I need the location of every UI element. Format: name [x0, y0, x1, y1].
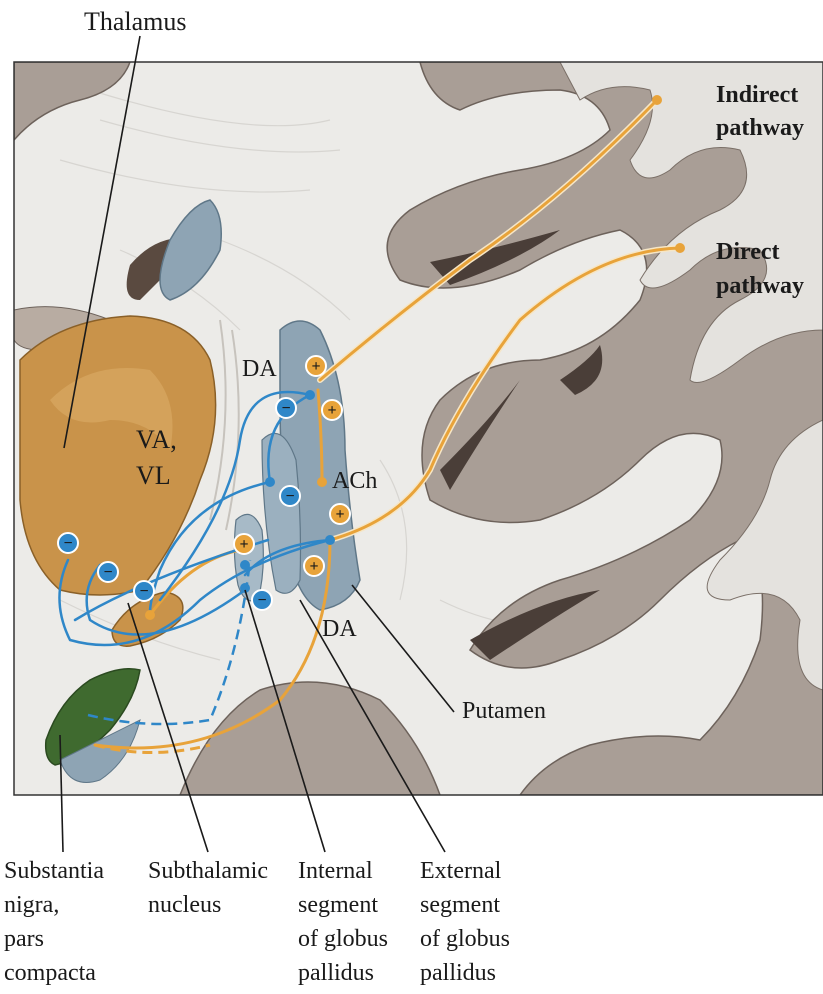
- label-external-globus-pallidus: External segment of globus pallidus: [420, 858, 510, 986]
- svg-text:Internal: Internal: [298, 858, 373, 884]
- label-direct-line1: Direct: [716, 239, 780, 265]
- svg-text:+: +: [327, 402, 336, 419]
- svg-text:+: +: [311, 358, 320, 375]
- svg-text:segment: segment: [298, 892, 378, 918]
- svg-text:of globus: of globus: [298, 926, 388, 952]
- svg-text:compacta: compacta: [4, 960, 96, 986]
- svg-text:pallidus: pallidus: [420, 960, 496, 986]
- label-indirect-line2: pathway: [716, 115, 804, 141]
- plus-marker: +: [234, 534, 254, 554]
- plus-marker: +: [330, 504, 350, 524]
- label-substantia-nigra: Substantia nigra, pars compacta: [4, 858, 104, 986]
- label-va-vl-line1: VA,: [136, 425, 177, 454]
- svg-text:+: +: [309, 558, 318, 575]
- svg-text:−: −: [103, 564, 112, 581]
- svg-text:nucleus: nucleus: [148, 892, 221, 918]
- label-indirect-line1: Indirect: [716, 82, 798, 108]
- label-internal-globus-pallidus: Internal segment of globus pallidus: [298, 858, 388, 986]
- svg-text:+: +: [335, 506, 344, 523]
- plus-marker: +: [306, 356, 326, 376]
- svg-text:−: −: [139, 583, 148, 600]
- minus-marker: −: [280, 486, 300, 506]
- svg-text:+: +: [239, 536, 248, 553]
- label-da-top: DA: [242, 356, 277, 382]
- svg-text:Subthalamic: Subthalamic: [148, 858, 268, 884]
- label-va-vl-line2: VL: [136, 461, 171, 490]
- svg-text:nigra,: nigra,: [4, 892, 59, 918]
- label-thalamus: Thalamus: [84, 7, 187, 36]
- label-subthalamic-nucleus: Subthalamic nucleus: [148, 858, 268, 918]
- label-ach: ACh: [332, 468, 377, 494]
- minus-marker: −: [58, 533, 78, 553]
- svg-text:−: −: [63, 535, 72, 552]
- svg-text:segment: segment: [420, 892, 500, 918]
- svg-text:−: −: [285, 488, 294, 505]
- label-putamen: Putamen: [462, 698, 546, 724]
- svg-text:−: −: [257, 592, 266, 609]
- svg-text:External: External: [420, 858, 502, 884]
- svg-text:pars: pars: [4, 926, 44, 952]
- label-direct-line2: pathway: [716, 273, 804, 299]
- svg-text:of globus: of globus: [420, 926, 510, 952]
- svg-text:−: −: [281, 400, 290, 417]
- label-da-bottom: DA: [322, 616, 357, 642]
- minus-marker: −: [134, 581, 154, 601]
- plus-marker: +: [304, 556, 324, 576]
- minus-marker: −: [98, 562, 118, 582]
- plus-marker: +: [322, 400, 342, 420]
- svg-text:Substantia: Substantia: [4, 858, 104, 884]
- minus-marker: −: [276, 398, 296, 418]
- svg-text:pallidus: pallidus: [298, 960, 374, 986]
- brain-section: + + + + + − − − − − − DA VA, VL ACh DA P…: [14, 62, 823, 795]
- minus-marker: −: [252, 590, 272, 610]
